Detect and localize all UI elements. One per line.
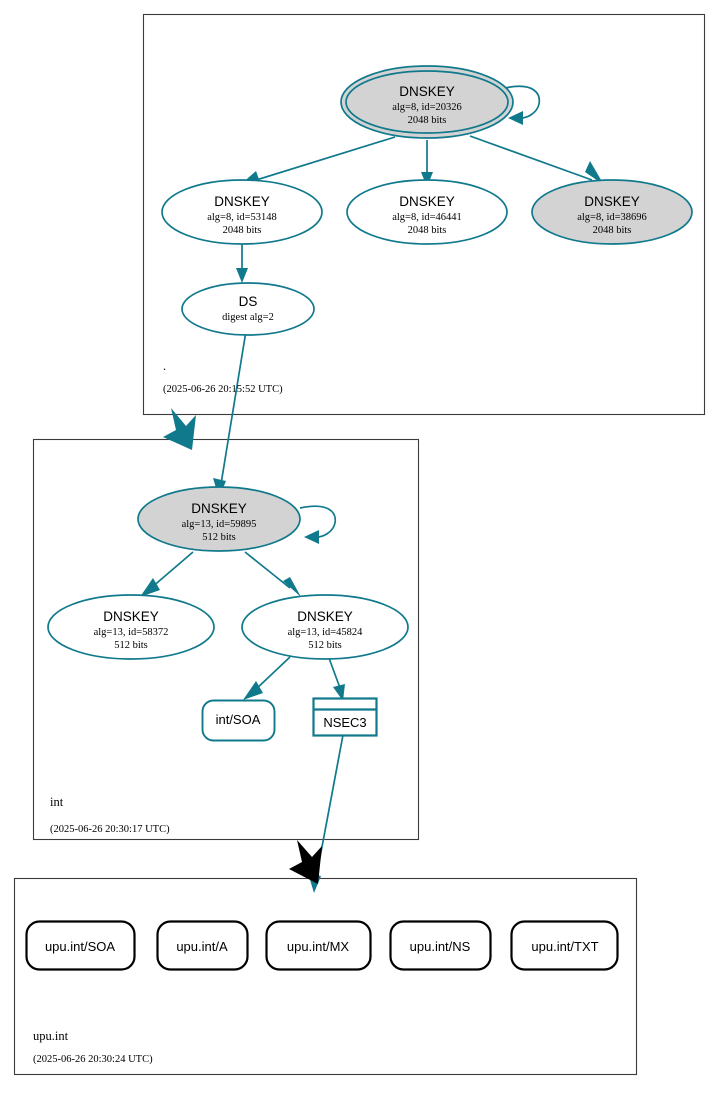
- node-root-ksk-params: alg=8, id=20326: [392, 102, 462, 113]
- node-int-nsec3-label: NSEC3: [323, 715, 366, 730]
- node-root-ds-title: DS: [239, 294, 258, 309]
- node-upu-int-soa-label: upu.int/SOA: [45, 939, 115, 954]
- edge-int-ksk-to-zsk-45824: [244, 551, 301, 597]
- zone-label-root: .: [163, 359, 166, 373]
- node-int-ksk[interactable]: DNSKEY alg=13, id=59895 512 bits: [137, 486, 301, 552]
- node-upu-int-a[interactable]: upu.int/A: [156, 920, 249, 971]
- edge-int-zsk-to-soa: [243, 656, 291, 700]
- delegation-arrow-int-to-upu-int: [289, 840, 322, 884]
- node-root-ksk-size: 2048 bits: [408, 115, 447, 126]
- node-int-zsk-58372-title: DNSKEY: [103, 609, 159, 624]
- node-upu-int-mx-label: upu.int/MX: [287, 939, 349, 954]
- node-root-zsk-46441-size: 2048 bits: [408, 225, 447, 236]
- node-root-zsk-53148[interactable]: DNSKEY alg=8, id=53148 2048 bits: [161, 179, 323, 245]
- node-int-ksk-params: alg=13, id=59895: [182, 519, 257, 530]
- node-upu-int-txt[interactable]: upu.int/TXT: [510, 920, 619, 971]
- node-root-zsk-53148-params: alg=8, id=53148: [207, 212, 277, 223]
- node-upu-int-soa[interactable]: upu.int/SOA: [25, 920, 136, 971]
- node-upu-int-ns[interactable]: upu.int/NS: [389, 920, 492, 971]
- node-root-zsk-38696-size: 2048 bits: [593, 225, 632, 236]
- node-int-zsk-58372[interactable]: DNSKEY alg=13, id=58372 512 bits: [47, 594, 215, 660]
- edge-int-ksk-to-zsk-58372: [140, 551, 194, 597]
- node-int-nsec3[interactable]: NSEC3: [312, 697, 378, 737]
- node-root-zsk-53148-size: 2048 bits: [223, 225, 262, 236]
- node-int-zsk-58372-params: alg=13, id=58372: [94, 627, 169, 638]
- node-int-zsk-45824-params: alg=13, id=45824: [288, 627, 364, 638]
- zone-box-upu-int: [13, 877, 638, 1076]
- node-root-ksk[interactable]: DNSKEY alg=8, id=20326 2048 bits: [340, 65, 514, 139]
- edge-root-zsk-to-ds: [236, 244, 248, 283]
- node-root-zsk-53148-title: DNSKEY: [214, 194, 270, 209]
- zone-timestamp-root: (2025-06-26 20:15:52 UTC): [163, 384, 283, 395]
- node-upu-int-mx[interactable]: upu.int/MX: [265, 920, 372, 971]
- delegation-arrow-root-to-int: [163, 408, 196, 450]
- node-int-ksk-title: DNSKEY: [191, 501, 247, 516]
- node-int-zsk-45824[interactable]: DNSKEY alg=13, id=45824 512 bits: [241, 594, 409, 660]
- node-root-zsk-46441-title: DNSKEY: [399, 194, 455, 209]
- node-root-ds-params: digest alg=2: [222, 312, 274, 323]
- node-root-zsk-46441[interactable]: DNSKEY alg=8, id=46441 2048 bits: [346, 179, 508, 245]
- node-root-zsk-38696-params: alg=8, id=38696: [577, 212, 647, 223]
- zone-timestamp-upu-int: (2025-06-26 20:30:24 UTC): [33, 1054, 153, 1065]
- zone-label-int: int: [50, 795, 64, 809]
- zone-label-upu-int: upu.int: [33, 1029, 69, 1043]
- node-root-ds[interactable]: DS digest alg=2: [181, 282, 315, 336]
- edge-root-ksk-to-zsk-38696: [469, 135, 604, 185]
- node-int-zsk-58372-size: 512 bits: [114, 640, 148, 651]
- node-int-zsk-45824-title: DNSKEY: [297, 609, 353, 624]
- node-upu-int-ns-label: upu.int/NS: [410, 939, 471, 954]
- edge-int-ksk-self-sign: [299, 505, 337, 544]
- edge-int-zsk-to-nsec3: [328, 657, 345, 701]
- node-root-zsk-38696-title: DNSKEY: [584, 194, 640, 209]
- node-int-ksk-size: 512 bits: [202, 532, 236, 543]
- edge-root-ksk-self-sign: [504, 85, 541, 125]
- zone-timestamp-int: (2025-06-26 20:30:17 UTC): [50, 824, 170, 835]
- node-int-soa[interactable]: int/SOA: [201, 699, 276, 742]
- node-int-soa-label: int/SOA: [216, 712, 261, 727]
- node-upu-int-a-label: upu.int/A: [176, 939, 228, 954]
- node-root-zsk-46441-params: alg=8, id=46441: [392, 212, 462, 223]
- node-root-ksk-title: DNSKEY: [399, 84, 455, 99]
- node-upu-int-txt-label: upu.int/TXT: [531, 939, 598, 954]
- node-root-zsk-38696[interactable]: DNSKEY alg=8, id=38696 2048 bits: [531, 179, 693, 245]
- node-int-zsk-45824-size: 512 bits: [308, 640, 342, 651]
